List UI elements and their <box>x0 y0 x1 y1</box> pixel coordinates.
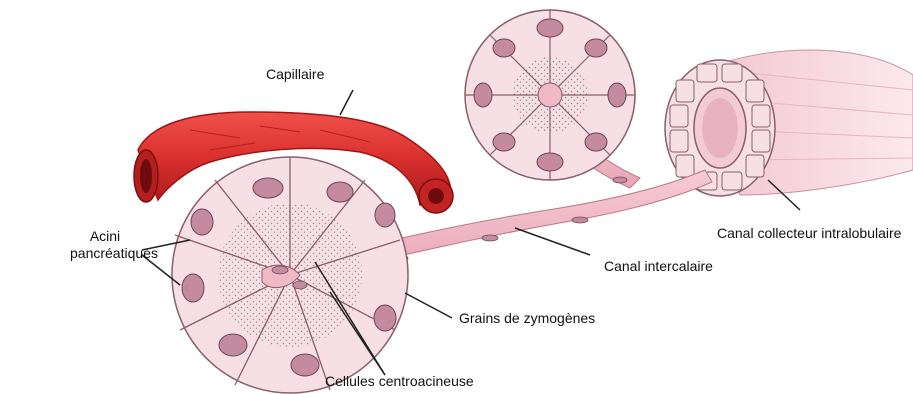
intercalary-duct-leader <box>515 228 590 255</box>
centroacinar-cells-label: Cellules centroacineuse <box>325 373 474 390</box>
acini-label: Acini pancréatiques <box>70 228 140 262</box>
intercalated-duct-label: Canal intercalaire <box>604 258 713 275</box>
zymogen-leader <box>405 293 452 318</box>
capillary-leader <box>340 90 353 115</box>
collecting-duct-label: Canal collecteur intralobulaire <box>717 225 901 242</box>
acini-label-line2: pancréatiques <box>70 245 140 262</box>
zymogen-granules-label: Grains de zymogènes <box>459 310 595 327</box>
upper-acinus <box>465 10 635 180</box>
acini-label-line1: Acini <box>70 228 140 245</box>
capillary-label: Capillaire <box>266 66 324 83</box>
